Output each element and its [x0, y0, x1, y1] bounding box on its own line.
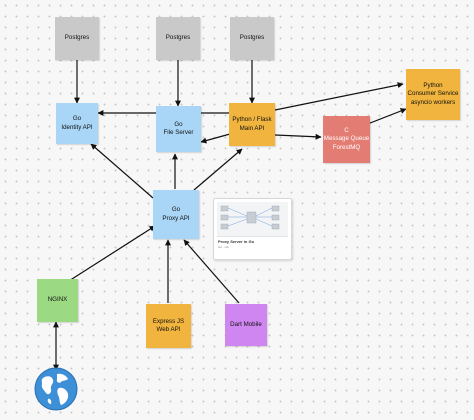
node-label: Postgres: [239, 34, 265, 42]
node-label-language: Go: [72, 115, 82, 123]
flask-main-api-node[interactable]: Python / Flask Main API: [229, 103, 275, 146]
thumbnail-diagram-icon: [220, 205, 280, 230]
edge-flask-fileserver: [200, 133, 231, 144]
express-web-api-node[interactable]: Express JS Web API: [146, 304, 191, 348]
node-label-language: Go: [174, 120, 183, 128]
edge-queue-consumer: [364, 108, 407, 126]
dart-mobile-node[interactable]: Dart Mobile: [225, 304, 267, 346]
message-queue-node[interactable]: C Message Queue ForestMQ: [323, 116, 370, 163]
thumbnail-preview: [217, 202, 288, 237]
node-label: NGINX: [47, 296, 68, 304]
node-label: Postgres: [64, 34, 90, 42]
proxy-server-thumbnail-card[interactable]: Proxy Server in Go Go · Lib: [213, 198, 292, 260]
edge-flask-consumer: [274, 82, 404, 111]
node-label: Postgres: [165, 34, 191, 42]
node-label-language: Python / Flask: [232, 116, 272, 124]
file-server-node[interactable]: Go File Server: [156, 106, 201, 152]
node-label-service: Consumer Service: [407, 90, 459, 98]
thumbnail-title: Proxy Server in Go: [218, 239, 255, 244]
node-label-detail: asyncio workers: [410, 98, 456, 106]
node-label-service: Message Queue: [323, 135, 370, 143]
node-label-service: Main API: [239, 124, 265, 132]
globe-icon: [33, 366, 79, 412]
edge-flask-queue: [274, 133, 322, 140]
node-label-language: Go: [171, 206, 181, 214]
proxy-api-node[interactable]: Go Proxy API: [153, 190, 199, 239]
node-label-detail: ForestMQ: [332, 143, 361, 151]
node-label-language: C: [344, 126, 349, 134]
node-label-service: Proxy API: [162, 214, 190, 222]
identity-api-node[interactable]: Go Identity API: [56, 103, 98, 144]
postgres-node-identity[interactable]: Postgres: [55, 17, 99, 60]
edge-proxy-identity: [90, 143, 154, 199]
edge-proxy-flask: [193, 148, 243, 191]
node-label-service: File Server: [163, 129, 194, 136]
node-label-service: Web API: [156, 326, 181, 333]
consumer-service-node[interactable]: Python Consumer Service asyncio workers: [406, 69, 460, 120]
edge-proxy-nginx: [60, 225, 156, 287]
postgres-node-main-api[interactable]: Postgres: [230, 17, 274, 60]
edge-dart-proxy: [183, 239, 240, 304]
node-label-language: Python: [423, 81, 443, 89]
node-label-service: Identity API: [61, 123, 93, 131]
nginx-node[interactable]: NGINX: [37, 279, 78, 322]
postgres-node-fileserver[interactable]: Postgres: [156, 17, 200, 60]
node-label-language: Express JS: [152, 317, 185, 325]
node-label: Dart Mobile: [230, 320, 262, 328]
thumbnail-subtitle: Go · Lib: [218, 245, 229, 249]
